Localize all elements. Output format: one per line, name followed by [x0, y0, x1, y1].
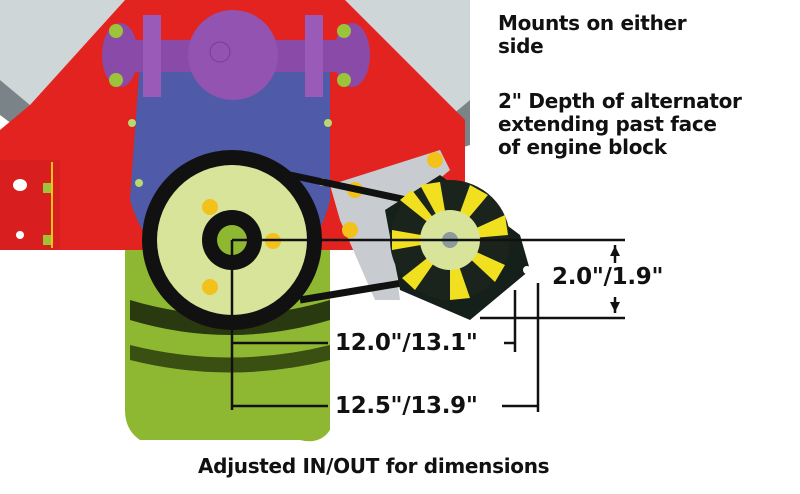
depth-note-line1: 2" Depth of alternator	[498, 89, 742, 113]
depth-note-line2: extending past face	[498, 112, 717, 136]
depth-note-line3: of engine block	[498, 135, 667, 159]
caption: Adjusted IN/OUT for dimensions	[198, 454, 550, 478]
left-cylinder-head	[0, 0, 125, 105]
mounts-note-line2: side	[498, 34, 544, 58]
vertical-offset-dimension: 2.0"/1.9"	[552, 264, 664, 290]
outer-horizontal-dimension: 12.5"/13.9"	[335, 393, 478, 419]
inner-horizontal-dimension: 12.0"/13.1"	[335, 330, 478, 356]
mounts-note-line1: Mounts on either	[498, 11, 687, 35]
alternator	[385, 175, 531, 320]
water-pump	[102, 10, 370, 100]
